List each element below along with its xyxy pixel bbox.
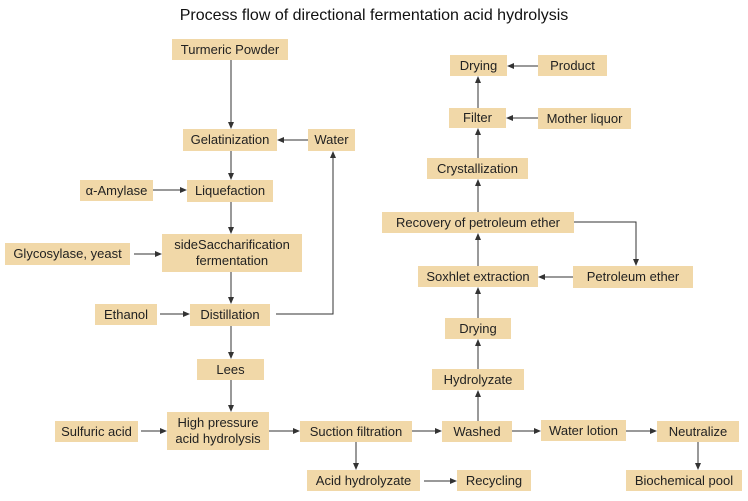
arrowhead-hydrolyzate-drying bbox=[475, 339, 481, 346]
node-petroleum-ether: Petroleum ether bbox=[573, 266, 693, 288]
arrowhead-amylase-liquefaction bbox=[180, 187, 187, 193]
node-drying-lower: Drying bbox=[445, 318, 511, 339]
arrowhead-glycosylase-saccharification bbox=[155, 251, 162, 257]
node-product: Product bbox=[538, 55, 607, 76]
node-saccharification-line1: sideSaccharification bbox=[174, 237, 290, 252]
arrowhead-acidhydrolyzate-recycling bbox=[450, 478, 457, 484]
node-biochemical-pool: Biochemical pool bbox=[626, 470, 742, 491]
node-high-pressure-line2: acid hydrolysis bbox=[175, 431, 261, 446]
arrowhead-product-drying bbox=[507, 63, 514, 69]
node-glycosylase-yeast: Glycosylase, yeast bbox=[5, 243, 130, 265]
arrowhead-filter-drying bbox=[475, 76, 481, 83]
arrowhead-distillation-water bbox=[330, 151, 336, 158]
node-sulfuric-acid: Sulfuric acid bbox=[55, 421, 138, 442]
arrowhead-gelatinization-liquefaction bbox=[228, 173, 234, 180]
node-filter: Filter bbox=[449, 108, 506, 128]
node-water-lotion: Water lotion bbox=[541, 420, 626, 441]
node-saccharification-fermentation: sideSaccharification fermentation bbox=[162, 234, 302, 272]
arrowhead-waterlotion-neutralize bbox=[650, 428, 657, 434]
node-soxhlet-extraction: Soxhlet extraction bbox=[418, 266, 538, 287]
arrowhead-highpressure-suction bbox=[293, 428, 300, 434]
arrowhead-distillation-lees bbox=[228, 352, 234, 359]
arrowhead-saccharification-distillation bbox=[228, 297, 234, 304]
node-high-pressure-line1: High pressure bbox=[177, 415, 259, 430]
node-neutralize: Neutralize bbox=[657, 421, 739, 442]
node-ethanol: Ethanol bbox=[95, 304, 157, 325]
arrowhead-water-gelatinization bbox=[277, 137, 284, 143]
arrow-recovery-petroleum bbox=[574, 221, 637, 260]
node-liquefaction: Liquefaction bbox=[187, 180, 273, 202]
arrowhead-sulfuric-highpressure bbox=[160, 428, 167, 434]
arrow-distillation-water bbox=[276, 157, 334, 315]
node-high-pressure-acid-hydrolysis: High pressure acid hydrolysis bbox=[167, 412, 269, 450]
node-lees: Lees bbox=[197, 359, 264, 380]
arrowhead-crystallization-filter bbox=[475, 128, 481, 135]
arrowhead-suction-acidhydrolyzate bbox=[353, 463, 359, 470]
arrowhead-petroleum-soxhlet bbox=[538, 274, 545, 280]
arrowhead-washed-waterlotion bbox=[534, 428, 541, 434]
arrowhead-soxhlet-recovery bbox=[475, 233, 481, 240]
arrowhead-recovery-crystallization bbox=[475, 179, 481, 186]
arrowhead-lees-highpressure bbox=[228, 405, 234, 412]
node-mother-liquor: Mother liquor bbox=[538, 108, 631, 129]
node-washed: Washed bbox=[442, 421, 512, 442]
arrowhead-ethanol-distillation bbox=[183, 311, 190, 317]
node-turmeric-powder: Turmeric Powder bbox=[172, 39, 288, 60]
node-alpha-amylase: α-Amylase bbox=[80, 180, 153, 201]
node-acid-hydrolyzate: Acid hydrolyzate bbox=[307, 470, 420, 491]
arrowhead-washed-hydrolyzate bbox=[475, 390, 481, 397]
arrowhead-motherliquor-filter bbox=[506, 115, 513, 121]
arrowhead-recovery-petroleum bbox=[633, 259, 639, 266]
node-hydrolyzate: Hydrolyzate bbox=[432, 369, 524, 390]
arrowhead-neutralize-biochemical bbox=[695, 463, 701, 470]
node-water: Water bbox=[308, 129, 355, 151]
node-recovery-petroleum-ether: Recovery of petroleum ether bbox=[382, 212, 574, 233]
arrowhead-liquefaction-saccharification bbox=[228, 227, 234, 234]
diagram-title: Process flow of directional fermentation… bbox=[179, 7, 569, 24]
arrowhead-suction-washed bbox=[435, 428, 442, 434]
node-suction-filtration: Suction filtration bbox=[300, 421, 412, 442]
node-saccharification-line2: fermentation bbox=[195, 253, 269, 268]
node-drying-top: Drying bbox=[450, 55, 507, 76]
node-gelatinization: Gelatinization bbox=[183, 129, 277, 151]
node-recycling: Recycling bbox=[457, 470, 531, 491]
node-crystallization: Crystallization bbox=[427, 158, 528, 179]
arrowhead-turmeric-gelatinization bbox=[228, 122, 234, 129]
node-distillation: Distillation bbox=[190, 304, 270, 326]
arrowhead-drying-soxhlet bbox=[475, 287, 481, 294]
